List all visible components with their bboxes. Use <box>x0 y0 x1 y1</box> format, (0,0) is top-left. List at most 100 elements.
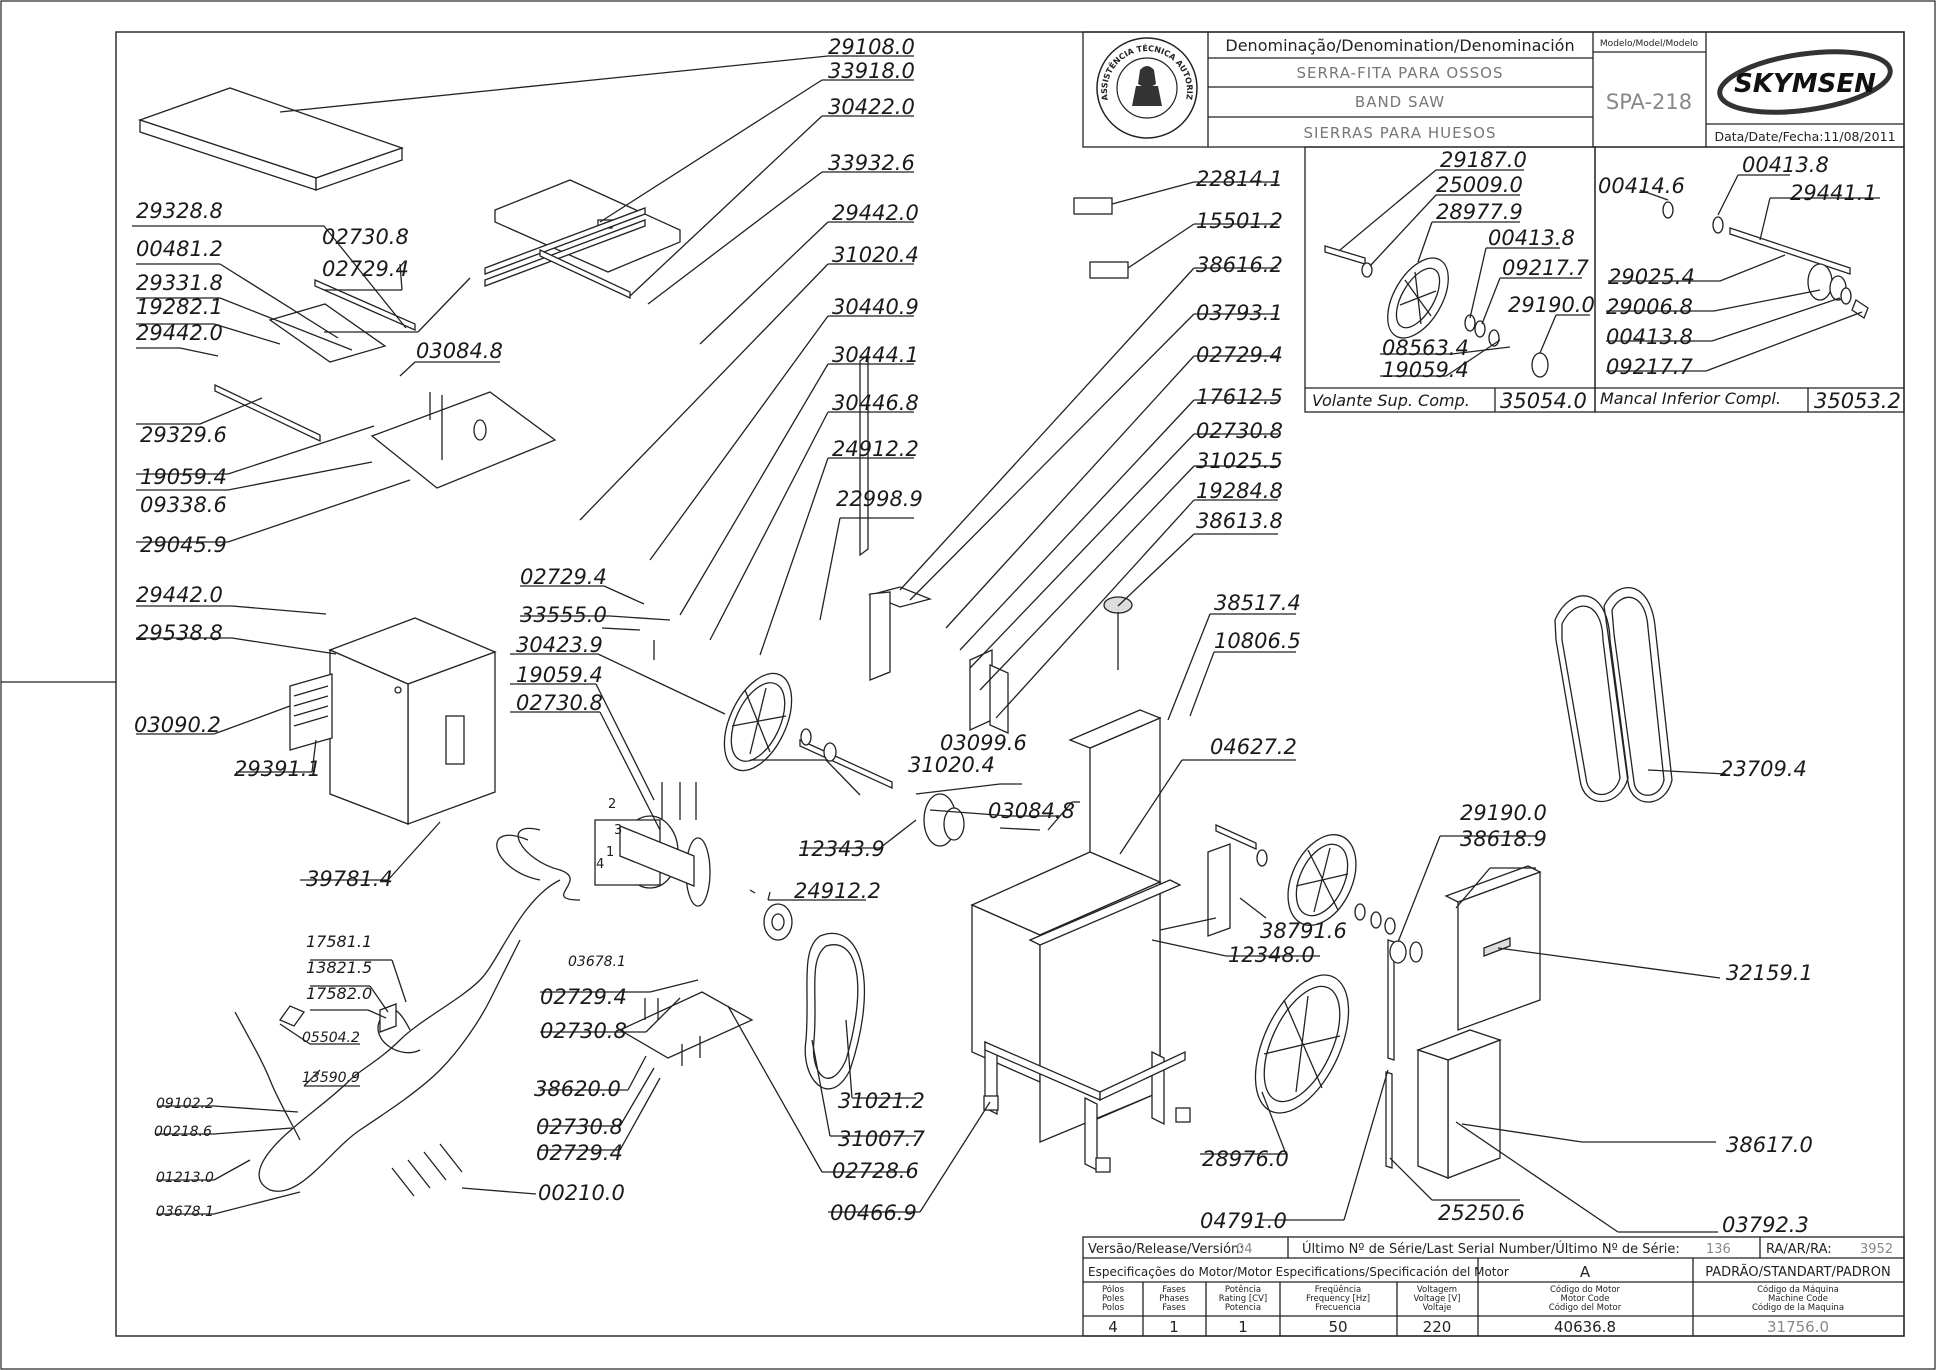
wire-number: 3 <box>614 823 622 838</box>
part-label: 33932.6 <box>828 151 915 175</box>
upper-wheel-part-3: 28977.9 <box>1436 200 1523 224</box>
specification-table: Versão/Release/Versión: 04 Último Nº de … <box>1082 1236 1905 1337</box>
part-label: 19059.4 <box>516 663 603 687</box>
part-label: 38613.8 <box>1196 509 1283 533</box>
part-label: 04791.0 <box>1200 1209 1287 1233</box>
brand-name: SKYMSEN <box>1734 69 1876 99</box>
part-label: 00466.9 <box>830 1201 917 1225</box>
part-label: 19284.8 <box>1196 479 1283 503</box>
part-label: 31020.4 <box>908 753 995 777</box>
col-freq-pt: Freqüência <box>1315 1284 1361 1295</box>
part-label: 03678.1 <box>156 1204 214 1220</box>
lower-bearing-caption: Mancal Inferior Compl. <box>1600 389 1781 408</box>
part-label: 29328.8 <box>136 199 223 223</box>
part-label: 00210.0 <box>538 1181 625 1205</box>
part-label: 29442.0 <box>832 201 919 225</box>
part-label: 02730.8 <box>322 225 409 249</box>
ra-value: 3952 <box>1860 1242 1893 1257</box>
inset-upper-wheel: Volante Sup. Comp. 35054.0 29187.0 25009… <box>1304 146 1596 413</box>
col-phases-en: Phases <box>1159 1294 1189 1304</box>
part-label: 31021.2 <box>838 1089 925 1113</box>
upper-wheel-part-2: 25009.0 <box>1436 173 1523 197</box>
part-label: 29391.1 <box>234 757 321 781</box>
lower-bearing-part-5: 29006.8 <box>1606 295 1693 319</box>
col-power-es: Potencia <box>1225 1303 1261 1313</box>
part-label: 02729.4 <box>520 565 607 589</box>
part-label: 29190.0 <box>1460 801 1547 825</box>
part-label: 02730.8 <box>536 1115 623 1139</box>
col-machine-code-es: Código de la Maquina <box>1752 1302 1844 1313</box>
lower-bearing-code: 35053.2 <box>1814 389 1901 413</box>
part-label: 02729.4 <box>536 1141 623 1165</box>
wire-number: 2 <box>608 797 616 812</box>
part-label: 30422.0 <box>828 95 915 119</box>
col-poles-es: Polos <box>1102 1303 1125 1313</box>
part-label: 38616.2 <box>1196 253 1283 277</box>
col-motor-code-pt: Código do Motor <box>1550 1284 1621 1295</box>
svg-text:ASSISTÊNCIA TÉCNICA AUTORIZADA: ASSISTÊNCIA TÉCNICA AUTORIZADA <box>0 0 1194 101</box>
col-machine-code-en: Machine Code <box>1768 1294 1828 1304</box>
part-label: 31025.5 <box>1196 449 1283 473</box>
model-number: SPA-218 <box>1606 90 1692 114</box>
part-label: 03084.8 <box>416 339 503 363</box>
motor-spec-value: A <box>1580 1263 1591 1281</box>
part-label: 03084.8 <box>988 799 1075 823</box>
col-voltage-pt: Voltagem <box>1417 1285 1457 1295</box>
serial-value: 136 <box>1706 1242 1731 1257</box>
part-label: 19282.1 <box>136 295 223 319</box>
part-label: 00481.2 <box>136 237 223 261</box>
part-labels: 29108.0 33918.0 30422.0 33932.6 29442.0 … <box>134 35 1813 1237</box>
part-label: 29108.0 <box>828 35 915 59</box>
part-label: 19059.4 <box>140 465 227 489</box>
part-label: 02730.8 <box>516 691 603 715</box>
part-label: 30446.8 <box>832 391 919 415</box>
col-power-en: Rating [CV] <box>1219 1294 1268 1304</box>
col-machine-code-pt: Código da Máquina <box>1757 1284 1839 1295</box>
lower-bearing-part-6: 00413.8 <box>1606 325 1693 349</box>
col-freq-en: Frequency [Hz] <box>1306 1294 1370 1304</box>
wire-number: 4 <box>596 857 604 872</box>
part-label: 09338.6 <box>140 493 227 517</box>
part-label: 10806.5 <box>1214 629 1301 653</box>
phases-value: 1 <box>1169 1318 1179 1336</box>
part-label: 31007.7 <box>838 1127 925 1151</box>
version-value: 04 <box>1236 1242 1253 1257</box>
part-label: 38620.0 <box>534 1077 621 1101</box>
brand-logo-icon: SKYMSEN <box>1717 49 1893 115</box>
part-label: 00218.6 <box>154 1124 212 1140</box>
part-label: 23709.4 <box>1720 757 1807 781</box>
machine-code-value: 31756.0 <box>1767 1318 1829 1336</box>
name-es: SIERRAS PARA HUESOS <box>1304 124 1497 142</box>
col-poles-en: Poles <box>1102 1294 1125 1304</box>
col-motor-code-en: Motor Code <box>1560 1294 1609 1304</box>
part-label: 30440.9 <box>832 295 919 319</box>
part-label: 03090.2 <box>134 713 221 737</box>
part-label: 29331.8 <box>136 271 223 295</box>
col-power-pt: Potência <box>1225 1284 1261 1295</box>
motor-code-value: 40636.8 <box>1554 1318 1616 1336</box>
part-label: 30423.9 <box>516 633 603 657</box>
part-label: 32159.1 <box>1726 961 1813 985</box>
col-motor-code-es: Código del Motor <box>1549 1302 1622 1313</box>
part-label: 29442.0 <box>136 321 223 345</box>
part-label: 04627.2 <box>1210 735 1297 759</box>
part-label: 13821.5 <box>306 958 372 977</box>
part-label: 33555.0 <box>520 603 607 627</box>
motor-spec-label: Especificações do Motor/Motor Especifica… <box>1088 1265 1509 1279</box>
part-label: 05504.2 <box>302 1030 360 1046</box>
model-header: Modelo/Model/Modelo <box>1600 39 1699 49</box>
part-label: 28976.0 <box>1202 1147 1289 1171</box>
part-label: 25250.6 <box>1438 1201 1525 1225</box>
part-label: 17581.1 <box>306 932 372 951</box>
col-phases-pt: Fases <box>1162 1285 1186 1295</box>
part-label: 38517.4 <box>1214 591 1301 615</box>
lower-bearing-part-2: 00413.8 <box>1742 153 1829 177</box>
poles-value: 4 <box>1108 1318 1118 1336</box>
upper-wheel-part-8: 19059.4 <box>1382 358 1469 382</box>
lower-bearing-part-7: 09217.7 <box>1606 355 1693 379</box>
part-label: 29329.6 <box>140 423 227 447</box>
voltage-value: 220 <box>1423 1318 1452 1336</box>
col-phases-es: Fases <box>1162 1303 1186 1313</box>
part-label: 39781.4 <box>306 867 393 891</box>
